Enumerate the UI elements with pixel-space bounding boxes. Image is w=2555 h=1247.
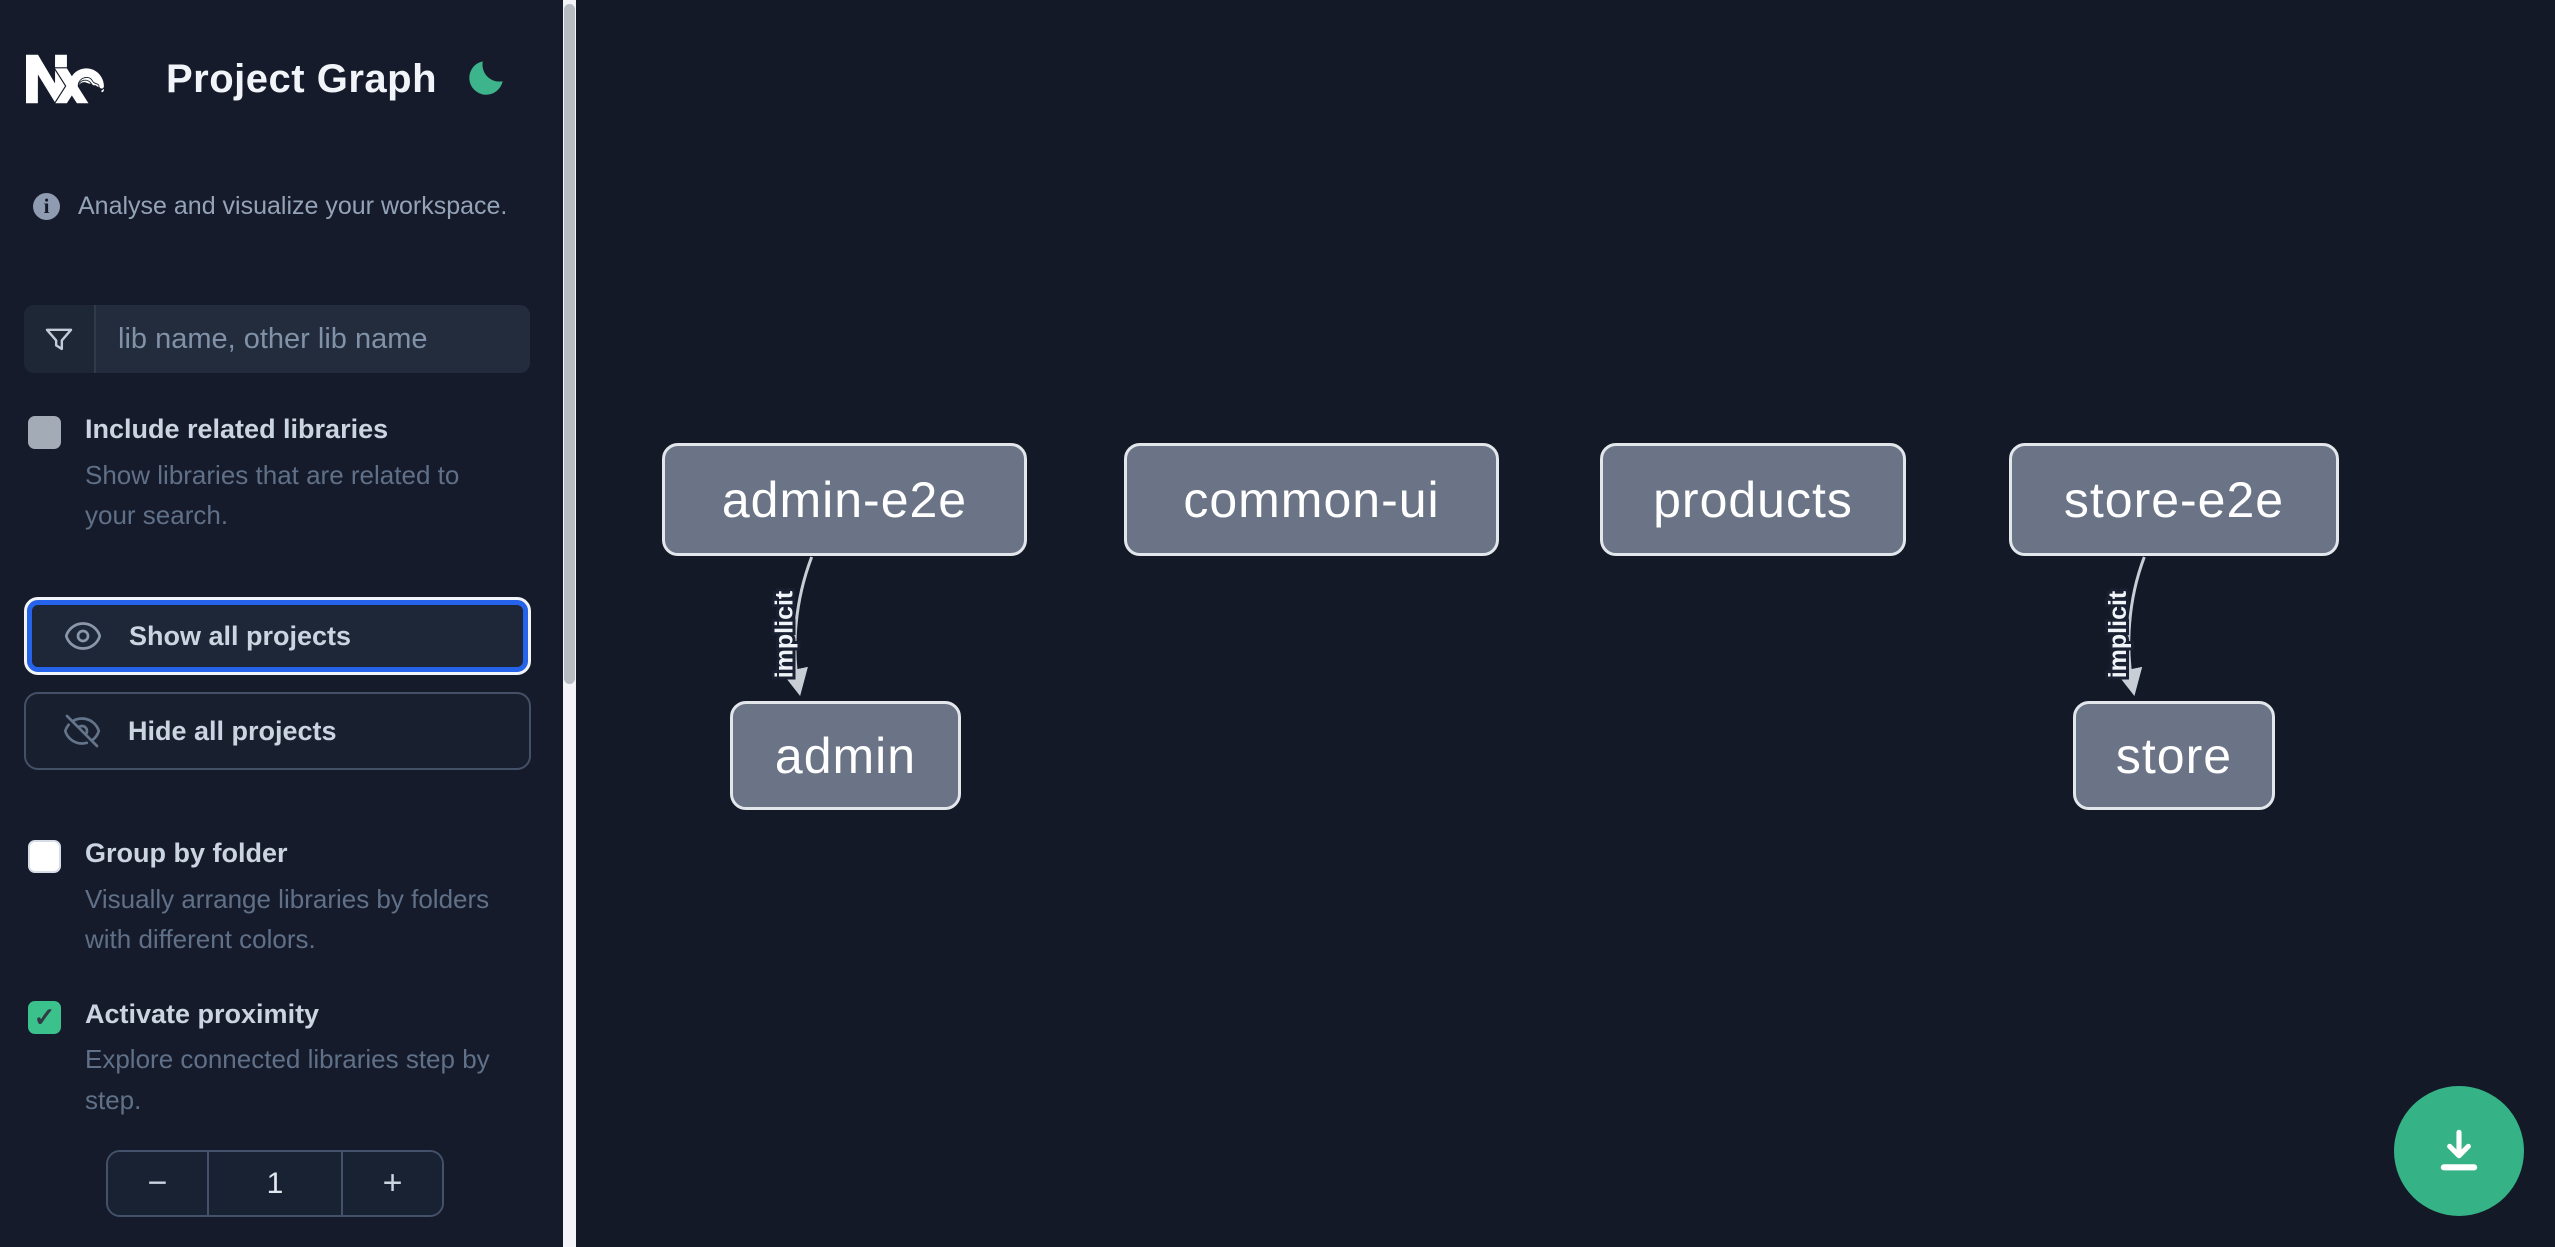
filter-include-related: Include related libraries Show libraries… xyxy=(28,413,539,535)
proximity-stepper: − 1 + xyxy=(106,1150,444,1218)
eye-icon xyxy=(63,616,103,656)
group-by-folder-label[interactable]: Group by folder xyxy=(85,838,288,869)
show-all-projects-label: Show all projects xyxy=(129,620,352,651)
filter-input[interactable] xyxy=(96,305,530,373)
graph-node-admin[interactable]: admin xyxy=(730,701,961,810)
info-icon: i xyxy=(33,193,60,220)
dark-mode-moon-icon[interactable] xyxy=(463,57,507,101)
proximity-decrement-button[interactable]: − xyxy=(108,1152,207,1216)
proximity-increment-button[interactable]: + xyxy=(343,1152,442,1216)
include-related-description: Show libraries that are related to your … xyxy=(85,459,460,531)
activate-proximity-label[interactable]: Activate proximity xyxy=(85,998,320,1029)
funnel-icon xyxy=(24,305,96,373)
edge-label-implicit: implicit xyxy=(770,590,798,678)
eye-slash-icon xyxy=(62,711,102,751)
filter-input-group xyxy=(24,305,530,373)
edge-label-implicit: implicit xyxy=(2104,590,2132,678)
sidebar-scrollbar-thumb[interactable] xyxy=(564,4,575,684)
activate-proximity-description: Explore connected libraries step by step… xyxy=(85,1044,490,1115)
graph-node-admin-e2e[interactable]: admin-e2e xyxy=(662,443,1027,556)
graph-edges-layer: implicit implicit xyxy=(767,556,2146,696)
hide-all-projects-label: Hide all projects xyxy=(128,715,337,746)
filter-activate-proximity: ✓ Activate proximity Explore connected l… xyxy=(28,998,539,1120)
include-related-label[interactable]: Include related libraries xyxy=(85,414,389,444)
graph-edge-store-e2e-store[interactable] xyxy=(2115,556,2146,696)
group-by-folder-checkbox[interactable] xyxy=(28,840,61,874)
nx-logo-icon xyxy=(26,54,104,104)
graph-node-store[interactable]: store xyxy=(2073,701,2275,810)
info-text: Analyse and visualize your workspace. xyxy=(78,192,508,220)
group-by-folder-description: Visually arrange libraries by folders wi… xyxy=(85,884,490,955)
hide-all-projects-button[interactable]: Hide all projects xyxy=(24,692,531,771)
download-image-button[interactable] xyxy=(2394,1086,2524,1216)
graph-node-store-e2e[interactable]: store-e2e xyxy=(2009,443,2339,556)
sidebar-header: Project Graph xyxy=(0,0,563,118)
include-related-checkbox[interactable] xyxy=(28,416,61,449)
sidebar: Project Graph i Analyse and visualize yo… xyxy=(0,0,563,1247)
workspace-info: i Analyse and visualize your workspace. xyxy=(33,192,539,221)
activate-proximity-checkbox[interactable]: ✓ xyxy=(28,1000,61,1034)
filter-group-by-folder: Group by folder Visually arrange librari… xyxy=(28,837,539,959)
proximity-value: 1 xyxy=(207,1152,343,1216)
sidebar-scrollbar[interactable] xyxy=(563,0,576,1247)
graph-node-products[interactable]: products xyxy=(1600,443,1906,556)
graph-node-common-ui[interactable]: common-ui xyxy=(1124,443,1499,556)
page-title: Project Graph xyxy=(166,56,438,101)
show-all-projects-button[interactable]: Show all projects xyxy=(24,597,531,676)
download-icon xyxy=(2440,1129,2478,1171)
graph-canvas[interactable]: implicit implicit admin-e2e common-ui produ… xyxy=(576,0,2555,1247)
graph-edge-admin-e2e-admin[interactable] xyxy=(781,556,814,696)
